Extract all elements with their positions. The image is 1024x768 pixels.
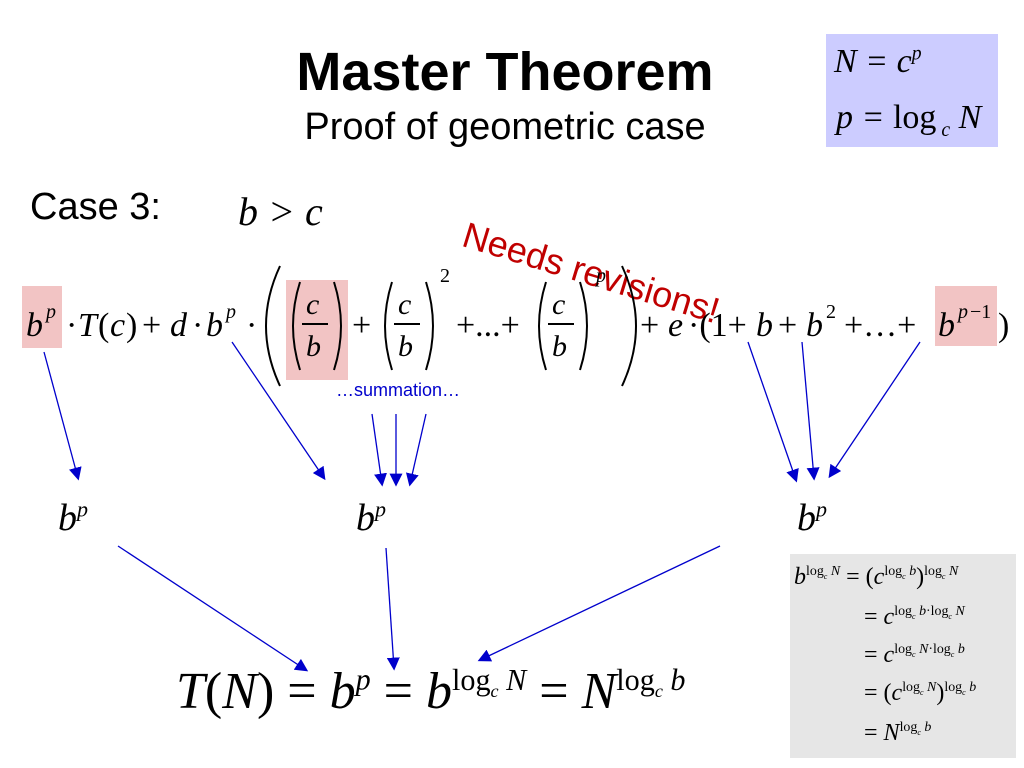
- summation-label: …summation…: [336, 380, 461, 400]
- svg-text:b: b: [398, 330, 413, 363]
- derivation-row-5: = Nlogc b: [864, 720, 932, 746]
- svg-text:·: ·: [192, 307, 203, 344]
- svg-text:e: e: [668, 307, 683, 344]
- slide-title: Master Theorem: [296, 42, 714, 102]
- arrow-series-1: [747, 341, 799, 483]
- case-condition: b > c: [238, 189, 323, 234]
- definitions-box: N = cp p = log c N: [826, 34, 998, 147]
- svg-text:b: b: [756, 307, 773, 344]
- arrow-summation-1: [371, 413, 387, 487]
- svg-text:c: c: [552, 288, 565, 321]
- derivation-row-3: = clogc N·logc b: [864, 642, 965, 668]
- arrow-to-result-right: [477, 545, 721, 662]
- svg-text:+: +: [142, 307, 161, 344]
- derivation-row-4: = (clogc N)logc b: [864, 680, 977, 706]
- term-b-to-p-right: bp: [797, 496, 828, 539]
- svg-text:p: p: [224, 301, 236, 323]
- highlight-last-term: [935, 286, 997, 346]
- svg-text:+: +: [640, 307, 659, 344]
- arrow-to-result-middle: [385, 547, 400, 671]
- svg-text:d: d: [170, 307, 188, 344]
- svg-text:c: c: [398, 288, 411, 321]
- derivation-row-1: blogc N = (clogc b)logc N: [794, 564, 959, 590]
- svg-text:+…+: +…+: [844, 307, 916, 344]
- svg-text:+...+: +...+: [456, 307, 520, 344]
- derivation-box: blogc N = (clogc b)logc N = clogc b·logc…: [790, 554, 1016, 758]
- result-equation: T(N) = bp = blogc N = Nlogc b: [176, 662, 686, 720]
- svg-text:): ): [126, 307, 137, 344]
- svg-text:p: p: [956, 301, 968, 323]
- svg-text:2: 2: [440, 265, 450, 287]
- svg-text:c: c: [110, 307, 125, 344]
- svg-text:b: b: [806, 307, 823, 344]
- case-label: Case 3:: [30, 186, 161, 228]
- svg-text:−1: −1: [970, 301, 991, 323]
- slide-subtitle: Proof of geometric case: [304, 106, 706, 148]
- expansion-equation: b p · T ( c ) + d · b p · c b + c b 2 +.…: [22, 265, 1009, 387]
- arrow-series-3: [828, 341, 921, 479]
- svg-text:(: (: [98, 307, 109, 344]
- svg-text:b: b: [206, 307, 223, 344]
- term-b-to-p-middle: bp: [356, 496, 387, 539]
- svg-text:T: T: [78, 307, 99, 344]
- arrow-series-2: [801, 341, 820, 481]
- svg-text:b: b: [306, 330, 321, 363]
- definition-p: p = log c N: [836, 99, 982, 141]
- svg-text:p: p: [44, 301, 56, 323]
- svg-text:c: c: [306, 288, 319, 321]
- definition-n: N = cp: [834, 42, 922, 80]
- arrow-to-result-left: [117, 545, 309, 672]
- arrow-second-term: [231, 341, 326, 481]
- derivation-row-2: = clogc b·logc N: [864, 604, 965, 630]
- svg-text:·(1+: ·(1+: [688, 307, 747, 344]
- svg-text:b: b: [552, 330, 567, 363]
- term-b-to-p-left: bp: [58, 496, 89, 539]
- svg-text:2: 2: [826, 301, 836, 323]
- arrow-summation-3: [405, 413, 427, 487]
- svg-text:): ): [998, 307, 1009, 344]
- arrow-first-term: [43, 351, 82, 481]
- svg-text:b: b: [26, 307, 43, 344]
- svg-text:+: +: [352, 307, 371, 344]
- highlight-first-term: [22, 286, 62, 348]
- svg-text:·: ·: [246, 307, 257, 344]
- svg-text:·: ·: [66, 307, 77, 344]
- svg-text:b: b: [938, 307, 955, 344]
- svg-text:p: p: [594, 265, 606, 287]
- svg-text:+: +: [778, 307, 797, 344]
